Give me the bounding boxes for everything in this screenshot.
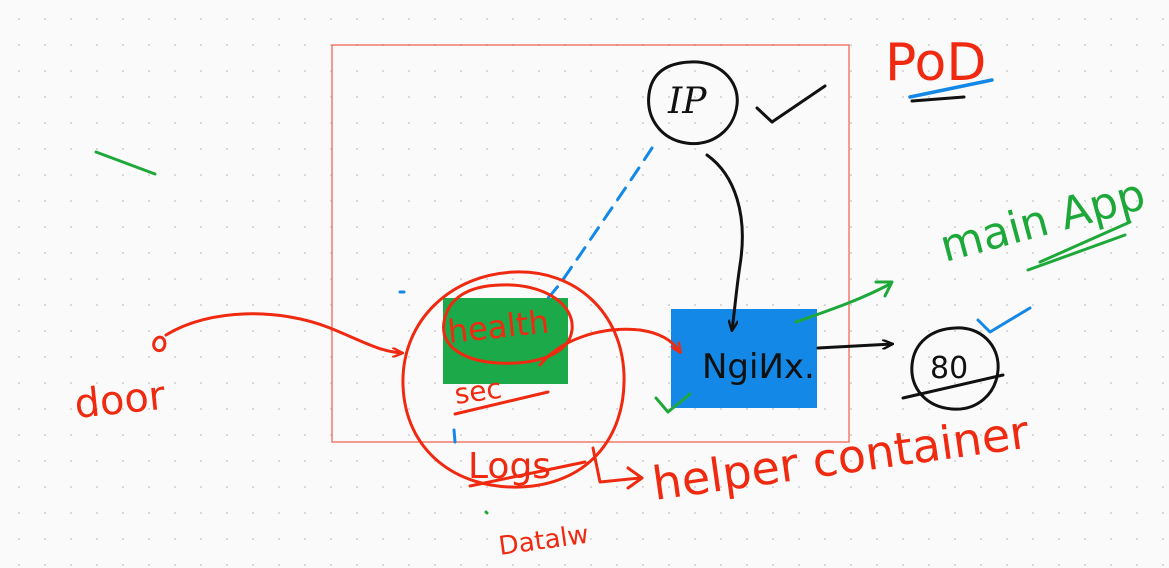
sec-underline: [453, 390, 550, 416]
helper-arrow-head: [626, 466, 644, 490]
port-node: [910, 326, 1000, 411]
green-arrow-head: [874, 280, 894, 298]
door-to-health-arrow: [164, 312, 402, 353]
logs-strike: [468, 460, 587, 488]
main-app-underline-1: [1038, 220, 1132, 264]
main-app-underline-2: [1026, 233, 1127, 272]
blue-tick-mark: [452, 428, 457, 444]
port-label: 80: [930, 351, 968, 386]
health-box: [443, 298, 568, 384]
logs-label: Logs: [468, 446, 551, 487]
main-app-label: main App: [935, 169, 1151, 273]
check-mark-icon: [755, 84, 827, 124]
health-to-nginx-arrow: [538, 327, 680, 367]
door-label: door: [72, 373, 168, 428]
sidecar-circle: [401, 270, 626, 489]
helper-container-label: helper container: [649, 405, 1032, 511]
logs-to-helper-arrow: [591, 446, 642, 484]
ip-to-nginx-arrow: [705, 153, 744, 330]
pod-underline-blue: [908, 78, 994, 99]
port-strike-line: [901, 373, 1005, 400]
pod-box: [331, 44, 850, 443]
datalw-label: Datalw: [497, 520, 591, 562]
pod-underline-black: [910, 95, 966, 103]
ip-to-health-dashed: [546, 146, 654, 300]
nginx-box: [671, 309, 817, 408]
ip-node: [647, 60, 739, 146]
health-oval: [442, 283, 574, 365]
green-stray-stroke: [94, 150, 157, 176]
green-check-icon: [654, 392, 692, 414]
nginx-to-port-arrow: [816, 344, 892, 348]
nginx-label: NgiИx.: [702, 347, 815, 387]
green-dot-mark: [484, 510, 489, 515]
nginx-to-main-app-arrow: [794, 282, 892, 324]
ip-label: IP: [667, 81, 707, 122]
blue-check-icon: [976, 306, 1032, 334]
door-circle-mark: [152, 335, 167, 353]
